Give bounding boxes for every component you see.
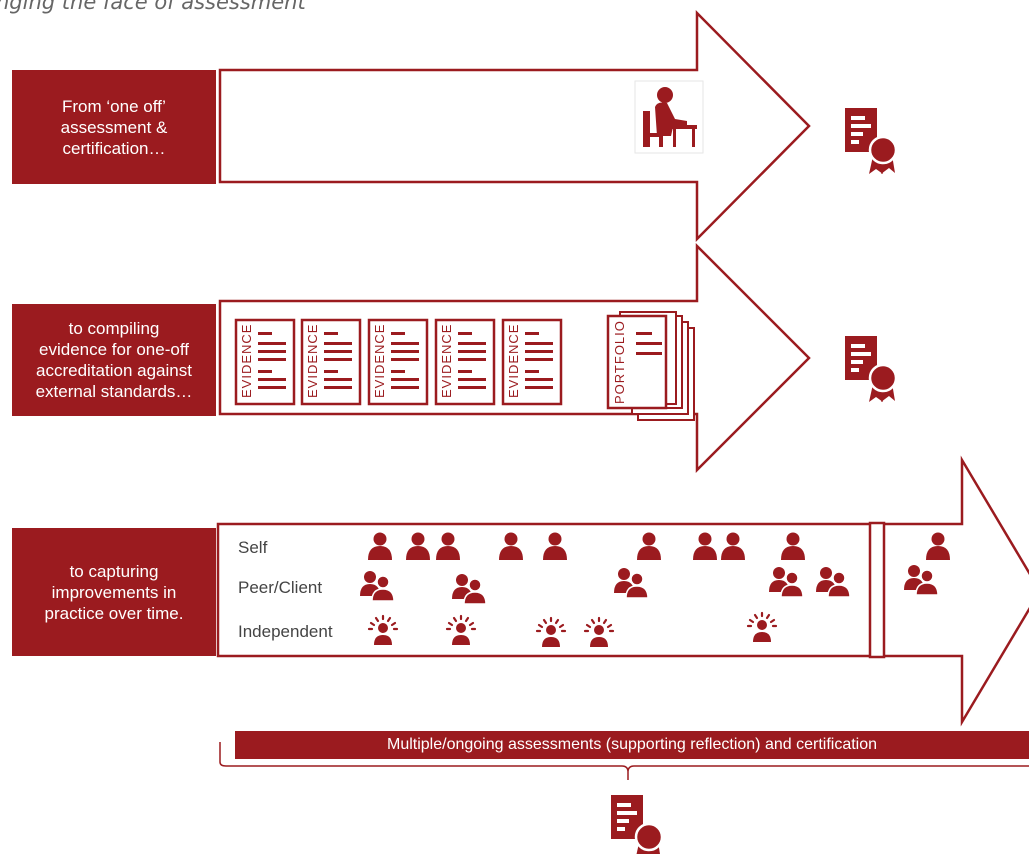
page-title: nging the face of assessment bbox=[0, 0, 306, 14]
stage-label-one-off: From ‘one off’ assessment & certificatio… bbox=[12, 70, 216, 184]
svg-text:EVIDENCE: EVIDENCE bbox=[439, 324, 454, 398]
row-label-self: Self bbox=[238, 538, 268, 557]
evidence-document-icon: EVIDENCE bbox=[434, 318, 496, 406]
evidence-document-icon: EVIDENCE bbox=[234, 318, 296, 406]
row-label-independent: Independent bbox=[238, 622, 333, 641]
svg-text:PORTFOLIO: PORTFOLIO bbox=[612, 320, 627, 404]
portfolio-icon: PORTFOLIO bbox=[606, 311, 695, 421]
svg-text:EVIDENCE: EVIDENCE bbox=[506, 324, 521, 398]
certificate-icon bbox=[843, 334, 898, 404]
certificate-icon bbox=[609, 793, 664, 854]
timeline-divider bbox=[868, 521, 886, 659]
stage-label-improvements: to capturing improvements in practice ov… bbox=[12, 528, 216, 656]
stage-arrow-1 bbox=[218, 9, 811, 243]
svg-text:EVIDENCE: EVIDENCE bbox=[239, 324, 254, 398]
evidence-document-icon: EVIDENCE bbox=[300, 318, 362, 406]
summary-bracket bbox=[219, 742, 1029, 780]
certificate-icon bbox=[843, 106, 898, 176]
evidence-document-icon: EVIDENCE bbox=[367, 318, 429, 406]
student-at-desk-icon bbox=[634, 80, 704, 154]
row-label-peer-client: Peer/Client bbox=[238, 578, 323, 597]
stage-label-evidence: to compiling evidence for one-off accred… bbox=[12, 304, 216, 416]
svg-text:EVIDENCE: EVIDENCE bbox=[372, 324, 387, 398]
evidence-document-icon: EVIDENCE bbox=[501, 318, 563, 406]
summary-banner: Multiple/ongoing assessments (supporting… bbox=[235, 731, 1029, 759]
svg-text:EVIDENCE: EVIDENCE bbox=[305, 324, 320, 398]
